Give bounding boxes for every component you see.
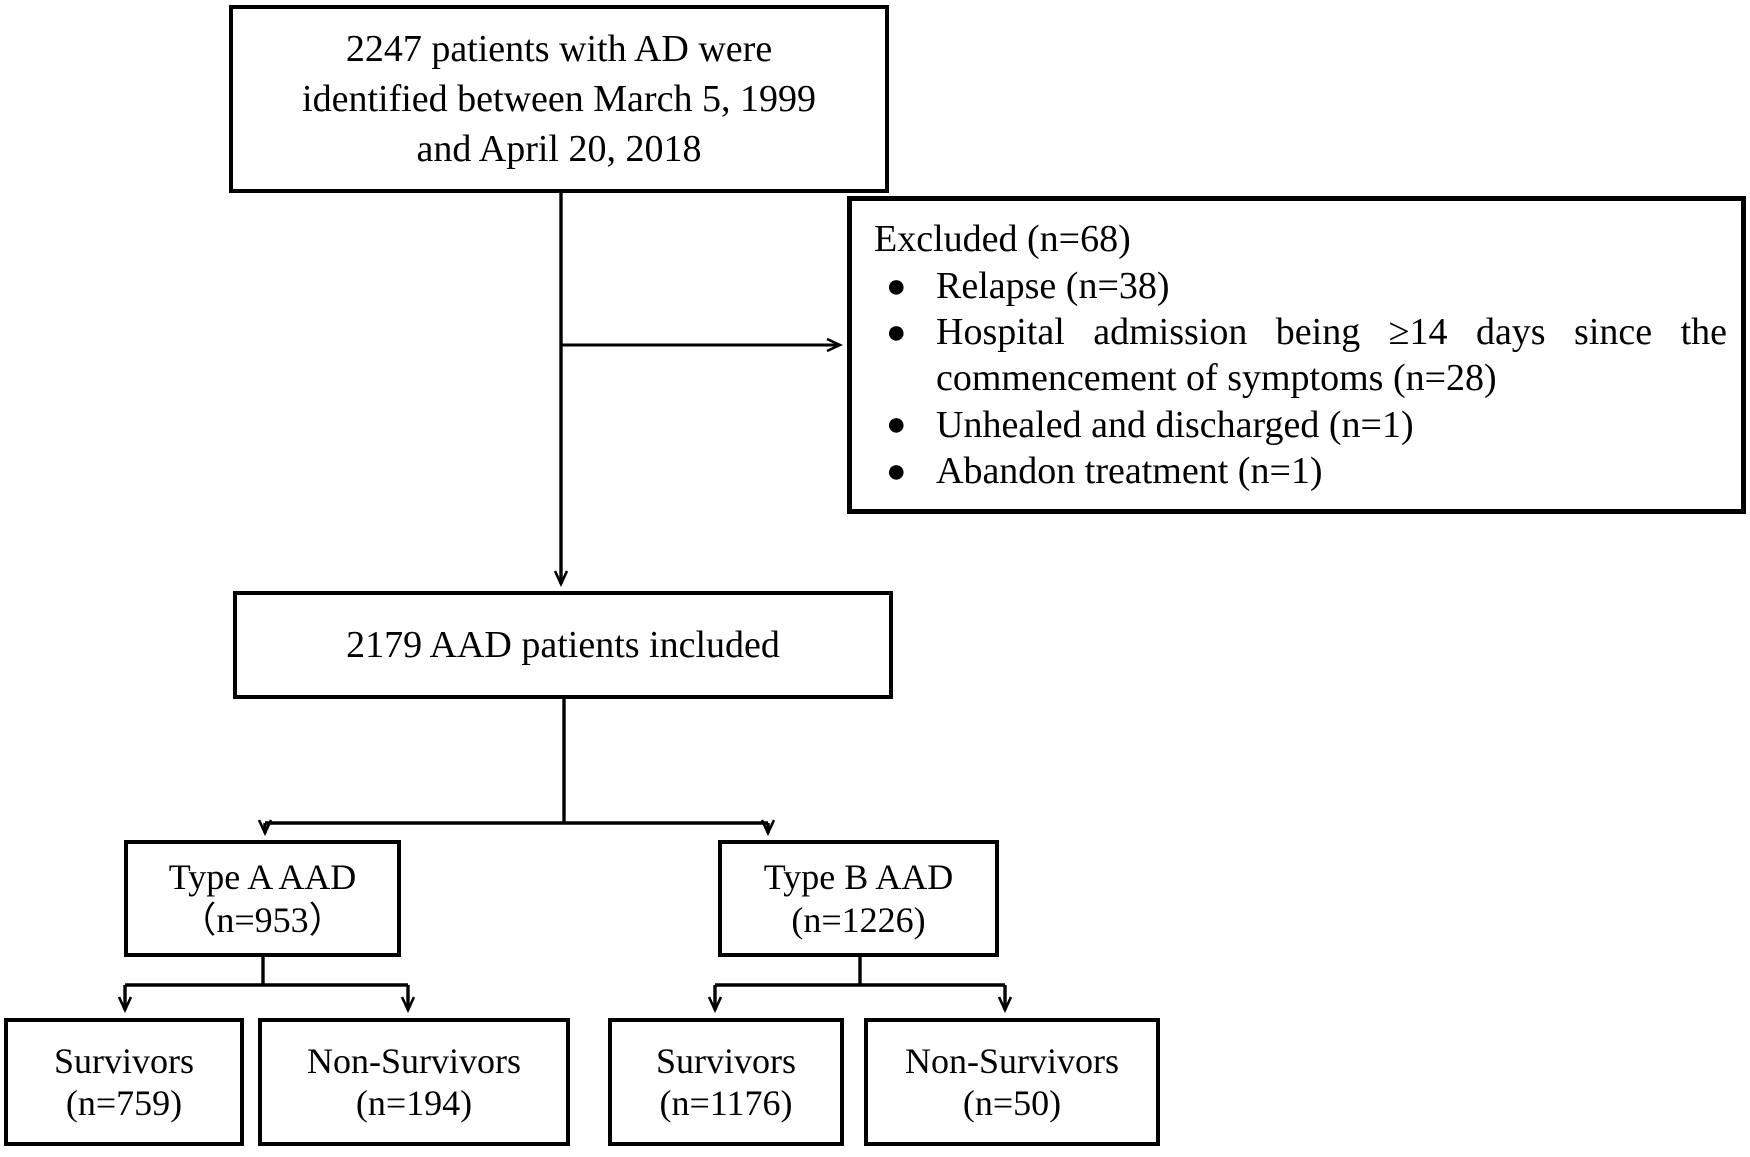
bullet-icon: ● [886, 406, 907, 444]
bullet-icon: ● [886, 267, 907, 305]
node-identified-line-3: and April 20, 2018 [416, 128, 702, 171]
node-type-a-non-survivors-count: (n=194) [355, 1083, 473, 1123]
excluded-reason-item: ● Relapse (n=38) [874, 264, 1727, 310]
node-identified-line-1: 2247 patients with AD were [345, 27, 773, 70]
node-type-b-survivors: Survivors (n=1176) [608, 1018, 844, 1146]
node-type-b-aad: Type B AAD (n=1226) [718, 840, 999, 957]
excluded-reason-text: Relapse (n=38) [936, 264, 1170, 307]
node-type-b-non-survivors-count: (n=50) [962, 1083, 1062, 1123]
node-excluded: Excluded (n=68) ● Relapse (n=38) ● Hospi… [847, 196, 1746, 514]
node-type-b-non-survivors-label: Non-Survivors [905, 1040, 1119, 1081]
excluded-reason-item: ● Unhealed and discharged (n=1) [874, 403, 1727, 449]
node-type-b-survivors-count: (n=1176) [659, 1083, 793, 1123]
node-identified-line-2: identified between March 5, 1999 [302, 77, 816, 120]
excluded-reason-item: ● Hospital admission being ≥14 days sinc… [874, 310, 1727, 401]
node-type-b-count: (n=1226) [791, 899, 926, 940]
excluded-reason-text: Abandon treatment (n=1) [936, 450, 1323, 493]
node-type-b-label: Type B AAD [763, 857, 954, 898]
node-type-a-survivors: Survivors (n=759) [4, 1018, 244, 1146]
excluded-reason-item: ● Abandon treatment (n=1) [874, 449, 1727, 495]
bullet-icon: ● [886, 314, 907, 352]
excluded-reason-text: Hospital admission being ≥14 days since … [936, 311, 1727, 400]
excluded-title: Excluded (n=68) [874, 218, 1131, 260]
node-identified-cohort: 2247 patients with AD were identified be… [229, 5, 889, 193]
node-included-line-1: 2179 AAD patients included [346, 623, 780, 666]
node-type-a-survivors-label: Survivors [53, 1040, 194, 1081]
node-type-b-survivors-label: Survivors [655, 1040, 796, 1081]
node-type-a-non-survivors: Non-Survivors (n=194) [258, 1018, 570, 1146]
node-type-a-label: Type A AAD [168, 857, 357, 898]
node-type-a-count: （n=953） [180, 899, 345, 940]
node-included-cohort: 2179 AAD patients included [233, 591, 893, 699]
bullet-icon: ● [886, 452, 907, 490]
node-type-b-non-survivors: Non-Survivors (n=50) [864, 1018, 1160, 1146]
node-type-a-non-survivors-label: Non-Survivors [307, 1040, 521, 1081]
excluded-reason-text: Unhealed and discharged (n=1) [936, 403, 1414, 446]
node-type-a-survivors-count: (n=759) [65, 1083, 183, 1123]
node-type-a-aad: Type A AAD （n=953） [124, 840, 401, 957]
excluded-reason-list: ● Relapse (n=38) ● Hospital admission be… [874, 264, 1727, 495]
